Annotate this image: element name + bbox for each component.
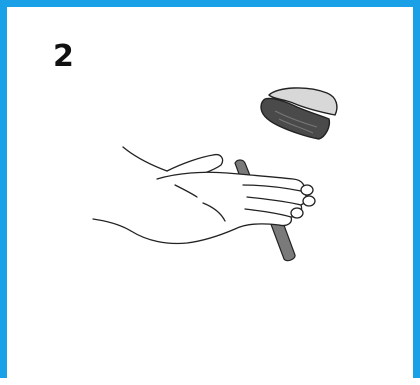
soap-bar-icon xyxy=(261,88,337,139)
instruction-illustration xyxy=(7,7,420,385)
